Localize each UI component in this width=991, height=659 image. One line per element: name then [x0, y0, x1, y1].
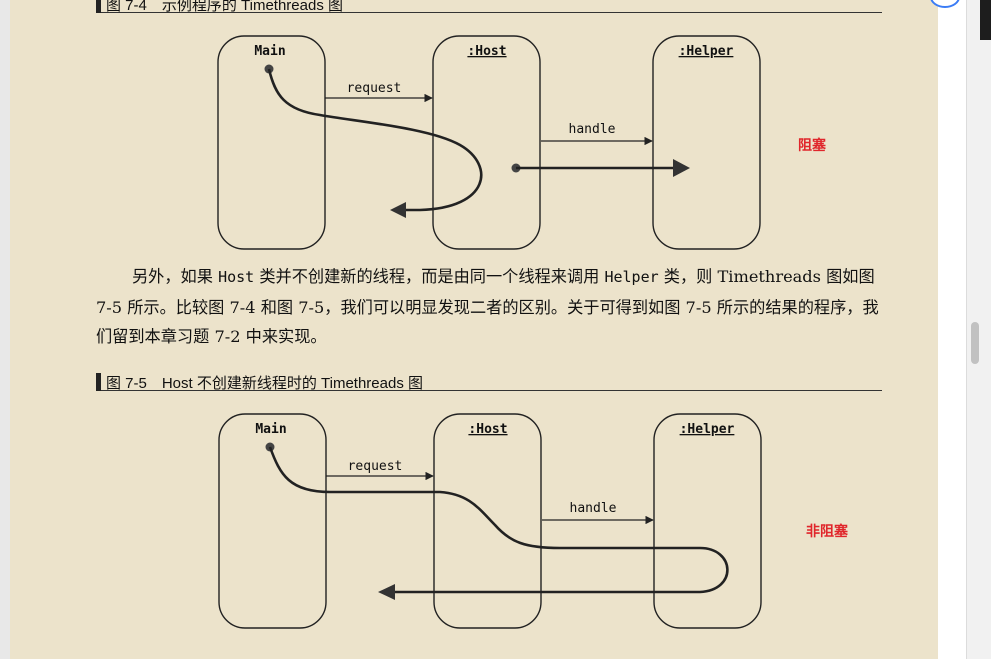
paragraph-text-2: 类并不创建新的线程，而是由同一个线程来调用	[254, 267, 605, 286]
code-helper: Helper	[604, 268, 659, 286]
main-lane-box	[217, 35, 326, 250]
figure-7-5-caption-text: 图 7-5 Host 不创建新线程时的 Timethreads 图	[106, 375, 424, 392]
host-lane-label: :Host	[467, 44, 506, 59]
handle-label: handle	[570, 501, 617, 516]
main-lane-box	[218, 413, 327, 629]
figure-7-5-caption: 图 7-5 Host 不创建新线程时的 Timethreads 图	[96, 372, 882, 392]
request-label: request	[348, 459, 403, 474]
host-lane-label: :Host	[468, 422, 507, 437]
non-blocking-annotation: 非阻塞	[806, 524, 848, 540]
handle-label: handle	[569, 122, 616, 137]
blocking-annotation: 阻塞	[798, 138, 826, 154]
main-thread-path	[267, 68, 483, 212]
figure-7-4-caption: 图 7-4 示例程序的 Timethreads 图	[96, 0, 882, 14]
main-lane-label: Main	[255, 422, 286, 437]
helper-lane-box	[653, 413, 762, 629]
vertical-scrollbar[interactable]	[966, 0, 991, 659]
helper-lane-label: :Helper	[679, 44, 734, 59]
scrollbar-thumb[interactable]	[971, 322, 979, 364]
host-lane-box	[433, 413, 542, 629]
main-lane-label: Main	[254, 44, 285, 59]
host-thread-arrowhead	[673, 159, 690, 177]
code-host: Host	[218, 268, 255, 286]
return-arrowhead	[390, 202, 406, 218]
caption-bar-marker	[96, 0, 101, 13]
helper-lane-label: :Helper	[680, 422, 735, 437]
request-label: request	[347, 81, 402, 96]
paragraph-text-1: 另外，如果	[132, 267, 219, 286]
caption-bar-marker	[96, 373, 101, 391]
return-arrowhead	[378, 584, 395, 600]
body-paragraph: 另外，如果 Host 类并不创建新的线程，而是由同一个线程来调用 Helper …	[96, 262, 886, 352]
host-lane-box	[432, 35, 541, 250]
window-edge	[980, 0, 991, 40]
book-page	[10, 0, 938, 659]
figure-7-4-caption-text: 图 7-4 示例程序的 Timethreads 图	[106, 0, 343, 14]
main-thread-path	[268, 446, 729, 594]
helper-lane-box	[652, 35, 761, 250]
paragraph-text-3: 类，则 Timethreads 图如图 7-5 所示。比较图 7-4 和图 7-…	[96, 267, 879, 346]
